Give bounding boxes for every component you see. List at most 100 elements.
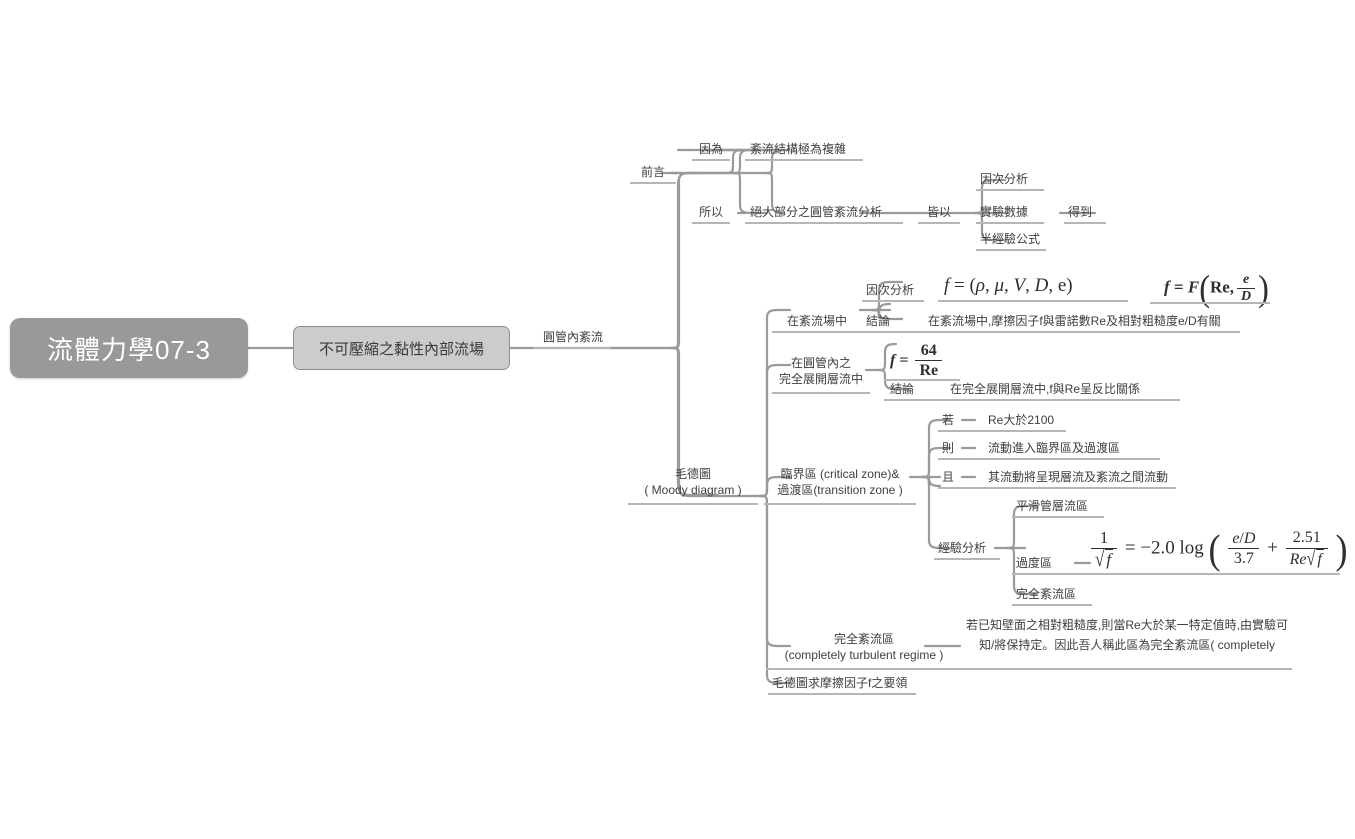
preface-child-0-label: 紊流結構極為複雜 [750, 141, 847, 156]
moody-group-1-label-line1: 在圓管內之 [790, 356, 851, 370]
moody-group-1-row-0-underline [884, 399, 1180, 401]
moody-group-1-underline [772, 392, 870, 394]
moody-group-0-row-0-underline [862, 300, 924, 302]
moody-group-3[interactable]: 完全紊流區 (completely turbulent regime ) [768, 631, 960, 665]
preface-sub-item-0-underline [976, 189, 1044, 191]
preface-sub-result-underline [1064, 222, 1106, 224]
moody-group-0-row-0-connector-label: 因次分析 [866, 282, 915, 297]
moody-group-2-row-2-text[interactable]: 其流動將呈現層流及紊流之間流動 [988, 468, 1188, 486]
moody-empirical[interactable]: 經驗分析 [938, 539, 998, 557]
moody-group-2-row-1-underline [938, 458, 1160, 460]
preface-underline [630, 182, 676, 184]
root-node[interactable]: 流體力學07-3 [10, 318, 248, 378]
preface-child-0[interactable]: 紊流結構極為複雜 [750, 140, 862, 158]
moody-empirical-item-0-label: 平滑管層流區 [1016, 498, 1089, 513]
formula-f-64-Re-underline [884, 379, 960, 381]
level3-label: 圓管內紊流 [542, 329, 603, 344]
formula-f-F-underline [1150, 302, 1270, 304]
branch-moody[interactable]: 毛德圖 ( Moody diagram ) [630, 466, 756, 500]
moody-empirical-item-2-label: 完全紊流區 [1016, 586, 1077, 601]
moody-label-line1: 毛德圖 [674, 467, 711, 481]
moody-group-3-underline [766, 668, 962, 670]
preface-sub-connector[interactable]: 皆以 [922, 203, 956, 221]
moody-empirical-item-2[interactable]: 完全紊流區 [1016, 585, 1088, 603]
preface-child-1[interactable]: 絕大部分之圓管紊流分析 [750, 203, 900, 221]
preface-sub-item-0[interactable]: 因次分析 [980, 170, 1040, 188]
moody-group-0-row-0-connector[interactable]: 因次分析 [866, 281, 922, 299]
level2-label: 不可壓縮之黏性內部流場 [318, 340, 484, 358]
moody-group-1-row-0-connector[interactable]: 結論 [890, 380, 926, 398]
moody-group-3-description-underline [962, 668, 1292, 670]
moody-group-0-row-1-underline [862, 331, 1240, 333]
moody-group-3-description-label: 若已知壁面之相對粗糙度,則當Re大於某一特定值時,由實驗可知/將保持定。因此吾人… [966, 618, 1289, 652]
moody-label-line2: ( Moody diagram ) [644, 483, 742, 498]
moody-group-2-row-0-text[interactable]: Re大於2100 [988, 411, 1118, 429]
moody-group-3-label-line1: 完全紊流區 [833, 632, 894, 646]
preface-sub-item-1[interactable]: 實驗數據 [980, 203, 1040, 221]
formula-colebrook-underline [1012, 573, 1340, 575]
preface-connector-1-underline [692, 222, 730, 224]
moody-group-0-row-1-text[interactable]: 在紊流場中,摩擦因子f與雷諾數Re及相對粗糙度e/D有關 [928, 312, 1238, 330]
moody-group-2-row-1-connector-label: 則 [942, 440, 955, 455]
moody-group-4-underline [768, 693, 916, 695]
preface-connector-1[interactable]: 所以 [694, 203, 728, 221]
moody-empirical-underline [934, 558, 1000, 560]
preface-connector-0-label: 因為 [698, 141, 723, 156]
moody-group-2-row-2-label: 其流動將呈現層流及紊流之間流動 [988, 469, 1169, 484]
level2-node[interactable]: 不可壓縮之黏性內部流場 [293, 326, 510, 370]
moody-group-2-row-1-connector[interactable]: 則 [942, 439, 966, 457]
moody-group-2[interactable]: 臨界區 (critical zone)& 過渡區(transition zone… [766, 466, 914, 500]
moody-group-0-row-1-connector[interactable]: 結論 [866, 312, 902, 330]
moody-group-0-row-1-connector-label: 結論 [866, 313, 891, 328]
preface-connector-1-label: 所以 [698, 204, 723, 219]
moody-group-4[interactable]: 毛德圖求摩擦因子f之要領 [772, 674, 922, 692]
moody-group-2-row-0-connector-label: 若 [942, 412, 955, 427]
moody-group-2-underline [764, 503, 916, 505]
moody-group-2-row-2-connector[interactable]: 且 [942, 468, 966, 486]
preface-sub-connector-underline [918, 222, 960, 224]
formula-colebrook: 1 √f = −2.0 log ( e/D 3.7 + 2.51 Re√f ) [1088, 526, 1348, 572]
moody-group-0-label: 在紊流場中 [786, 313, 847, 328]
moody-group-2-row-2-connector-label: 且 [942, 469, 955, 484]
moody-group-0-underline [772, 331, 862, 333]
level3-underline [533, 347, 611, 349]
preface-connector-0-underline [692, 159, 730, 161]
moody-group-1[interactable]: 在圓管內之 完全展開層流中 [775, 355, 867, 389]
preface-label: 前言 [640, 164, 665, 179]
preface-child-1-label: 絕大部分之圓管紊流分析 [750, 204, 883, 219]
branch-preface[interactable]: 前言 [632, 163, 674, 181]
moody-empirical-label: 經驗分析 [938, 540, 987, 555]
preface-child-0-underline [745, 159, 863, 161]
moody-group-2-row-0-underline [938, 430, 1066, 432]
moody-group-2-label-line2: 過渡區(transition zone ) [777, 483, 903, 498]
moody-underline [628, 503, 758, 505]
preface-child-1-underline [745, 222, 903, 224]
moody-group-3-label-line2: (completely turbulent regime ) [784, 648, 944, 663]
preface-sub-item-1-underline [976, 222, 1044, 224]
moody-group-2-row-0-connector[interactable]: 若 [942, 411, 966, 429]
moody-group-1-row-0-text[interactable]: 在完全展開層流中,f與Re呈反比關係 [950, 380, 1180, 398]
preface-sub-item-2-label: 半經驗公式 [980, 231, 1041, 246]
moody-group-2-row-1-text[interactable]: 流動進入臨界區及過渡區 [988, 439, 1158, 457]
preface-sub-result-label: 得到 [1068, 204, 1093, 219]
level3-node[interactable]: 圓管內紊流 [535, 328, 611, 346]
preface-sub-item-1-label: 實驗數據 [980, 204, 1029, 219]
moody-group-3-description[interactable]: 若已知壁面之相對粗糙度,則當Re大於某一特定值時,由實驗可知/將保持定。因此吾人… [966, 615, 1288, 667]
moody-group-2-row-2-underline [938, 487, 1176, 489]
preface-sub-result[interactable]: 得到 [1068, 203, 1104, 221]
preface-connector-0[interactable]: 因為 [694, 140, 728, 158]
moody-empirical-item-1-label: 過度區 [1016, 555, 1053, 570]
moody-group-0[interactable]: 在紊流場中 [775, 312, 859, 330]
formula-f-function-vars-underline [938, 300, 1128, 302]
formula-f-function-vars: f = (ρ, μ, V, D, e) [944, 275, 1073, 296]
moody-empirical-item-1[interactable]: 過度區 [1016, 554, 1068, 572]
preface-sub-item-2[interactable]: 半經驗公式 [980, 230, 1042, 248]
moody-empirical-item-0[interactable]: 平滑管層流區 [1016, 497, 1102, 515]
preface-sub-connector-label: 皆以 [926, 204, 951, 219]
